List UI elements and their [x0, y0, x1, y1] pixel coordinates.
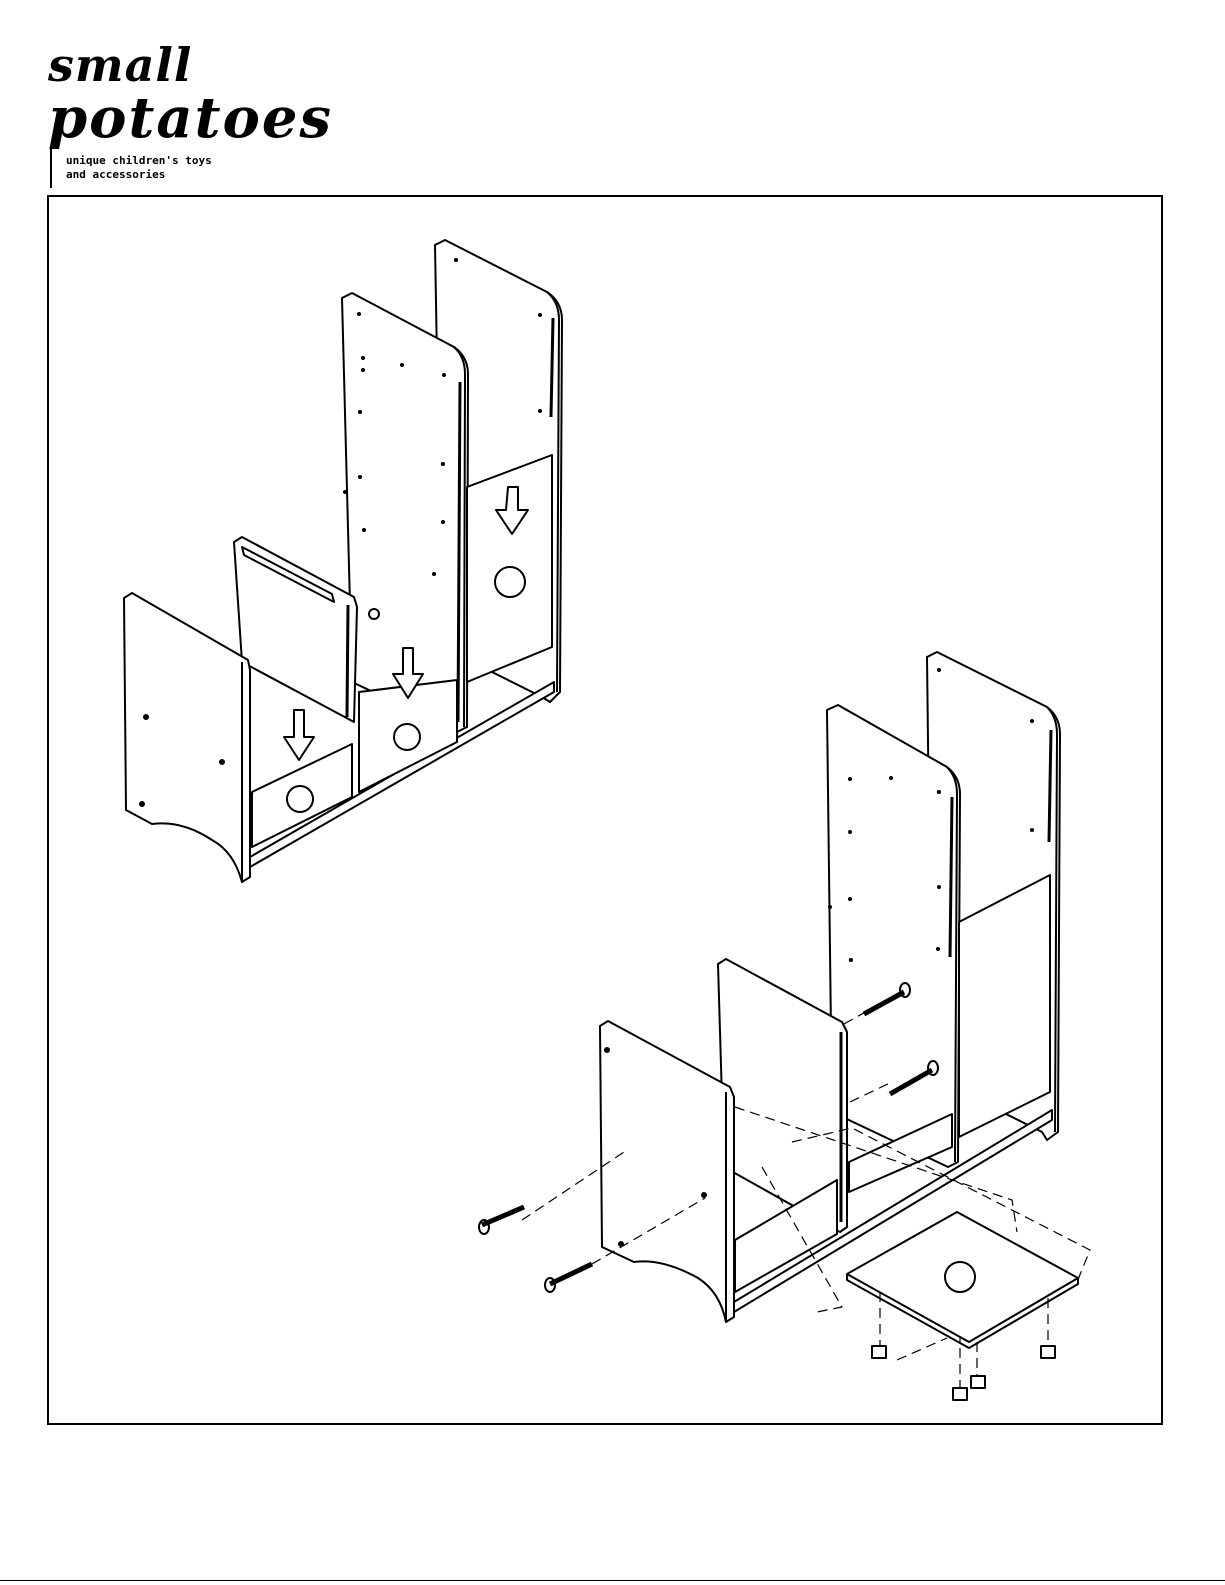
- assembly-diagram: [49, 197, 1161, 1423]
- arrow-down-icon: [284, 710, 314, 760]
- bolt: [545, 1264, 592, 1292]
- caster-foot: [872, 1346, 886, 1358]
- logo-word-small: small: [48, 42, 192, 88]
- assembly-step-a: [124, 240, 562, 882]
- logo-tagline-2: and accessories: [66, 168, 165, 182]
- short-side-panel-front: [124, 593, 250, 882]
- base-plate: [847, 1212, 1078, 1348]
- logo-word-potatoes: potatoes: [48, 90, 333, 146]
- page-bottom-rule: [0, 1580, 1225, 1581]
- instruction-frame: [47, 195, 1163, 1425]
- caster-foot: [1041, 1346, 1055, 1358]
- dowel-peg: [369, 609, 379, 619]
- bin-upper: [467, 455, 552, 682]
- caster-foot: [953, 1388, 967, 1400]
- bolt: [479, 1207, 524, 1234]
- brand-logo: small potatoes unique children's toys an…: [48, 40, 288, 190]
- logo-tagline-1: unique children's toys: [66, 154, 212, 168]
- bin-back-face: [959, 875, 1050, 1137]
- assembly-step-b: [479, 652, 1090, 1400]
- short-panel-middle: [234, 537, 357, 722]
- caster-foot: [971, 1376, 985, 1388]
- short-side-panel-front: [600, 1021, 734, 1322]
- logo-bar: [50, 148, 52, 188]
